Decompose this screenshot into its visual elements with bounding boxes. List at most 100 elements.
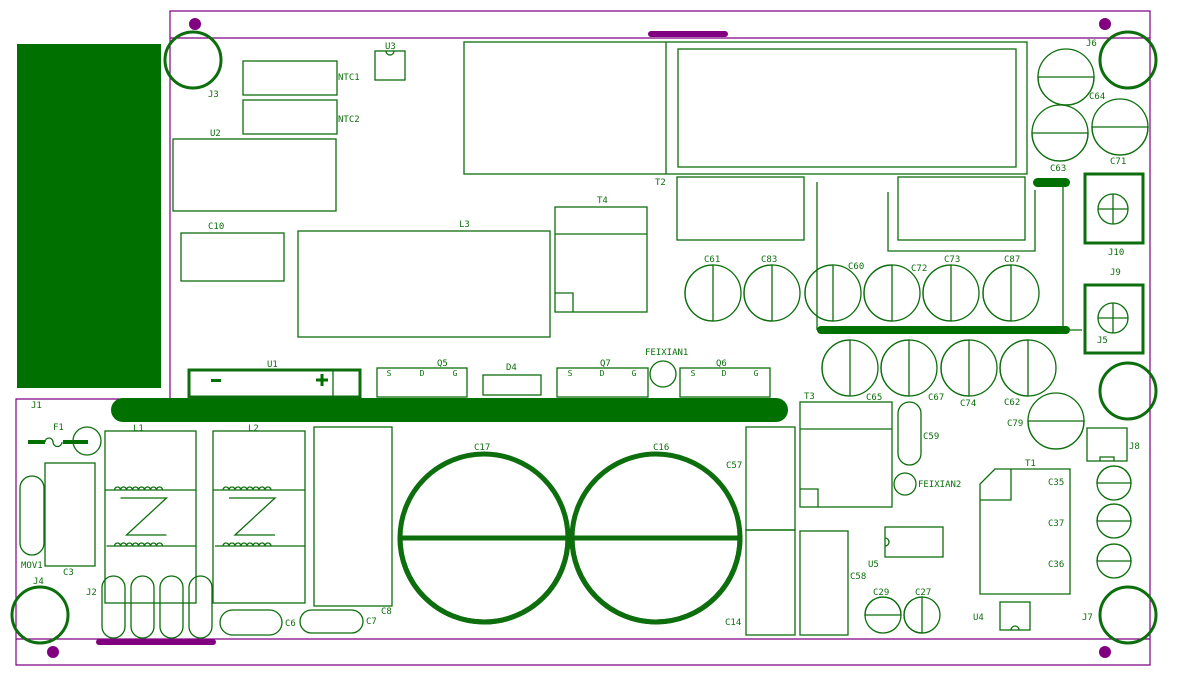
cap-c71-polarity-hatch bbox=[1091, 126, 1149, 156]
cap-c65-polarity-hatch bbox=[821, 339, 851, 397]
pin-label: D bbox=[600, 369, 605, 378]
trace-line bbox=[1062, 187, 1082, 331]
label-c6: C6 bbox=[285, 619, 296, 629]
label-c35: C35 bbox=[1048, 478, 1064, 488]
label-l1: L1 bbox=[133, 424, 144, 434]
u3-footprint bbox=[374, 50, 406, 81]
label-t4: T4 bbox=[597, 196, 608, 206]
j2-pin bbox=[130, 575, 155, 639]
label-q6: Q6 bbox=[716, 359, 727, 369]
label-c37: C37 bbox=[1048, 519, 1064, 529]
label-j8: J8 bbox=[1129, 442, 1140, 452]
label-c72: C72 bbox=[911, 264, 927, 274]
t4-footprint bbox=[554, 206, 648, 313]
l1-coil-bottom-icon bbox=[113, 542, 164, 547]
cap-c64-polarity-hatch bbox=[1037, 76, 1095, 106]
label-c36: C36 bbox=[1048, 560, 1064, 570]
label-j6: J6 bbox=[1086, 39, 1097, 49]
pin-label: D bbox=[420, 369, 425, 378]
cap-c36-polarity-hatch bbox=[1096, 543, 1132, 562]
t3-marks bbox=[800, 428, 892, 507]
cap-c27-polarity-hatch bbox=[903, 596, 923, 634]
label-u1: U1 bbox=[267, 360, 278, 370]
label-c27: C27 bbox=[915, 588, 931, 598]
t4-marks bbox=[555, 233, 647, 312]
label-j4: J4 bbox=[33, 577, 44, 587]
component-footprint bbox=[676, 176, 805, 241]
j2-pin bbox=[188, 575, 213, 639]
c7-footprint bbox=[299, 609, 364, 634]
t2-core bbox=[677, 48, 1017, 168]
mounting-hole-j4 bbox=[10, 585, 70, 645]
cap-c83-polarity-hatch bbox=[743, 264, 773, 322]
label-u4: U4 bbox=[973, 613, 984, 623]
c10-footprint bbox=[180, 232, 285, 282]
pin-label: S bbox=[568, 369, 573, 378]
c6-footprint bbox=[219, 609, 283, 636]
cap-c87-polarity-hatch bbox=[982, 264, 1012, 322]
fuse-icon bbox=[44, 437, 63, 448]
j10-cross-icon bbox=[1098, 194, 1128, 224]
label-c10: C10 bbox=[208, 222, 224, 232]
cap-c29-polarity-hatch bbox=[864, 596, 902, 616]
label-u5: U5 bbox=[868, 560, 879, 570]
copper-pad bbox=[1033, 178, 1070, 187]
label-feixian2: FEIXIAN2 bbox=[918, 480, 961, 490]
u5-footprint bbox=[884, 526, 944, 558]
f1-pad bbox=[28, 440, 45, 444]
u1-footprint bbox=[187, 368, 362, 399]
c8-footprint bbox=[313, 426, 393, 607]
cap-c79-polarity-hatch bbox=[1027, 420, 1085, 450]
l1-footprint bbox=[104, 430, 197, 604]
q7-footprint bbox=[556, 367, 649, 398]
label-l3: L3 bbox=[459, 220, 470, 230]
label-ntc1: NTC1 bbox=[338, 73, 360, 83]
label-c59: C59 bbox=[923, 432, 939, 442]
label-q7: Q7 bbox=[600, 359, 611, 369]
q6-footprint bbox=[679, 367, 771, 398]
label-c3: C3 bbox=[63, 568, 74, 578]
label-c65: C65 bbox=[866, 393, 882, 403]
u3-notch-icon bbox=[385, 50, 395, 56]
minus-icon bbox=[211, 379, 221, 382]
cap-c67-polarity-hatch bbox=[880, 339, 910, 397]
j9-cross-icon bbox=[1098, 303, 1128, 333]
mounting-hole bbox=[1098, 361, 1158, 421]
feixian2-pad bbox=[893, 472, 917, 496]
label-c60: C60 bbox=[848, 262, 864, 272]
c3-footprint bbox=[44, 462, 96, 567]
t3-footprint bbox=[799, 401, 893, 508]
c14-footprint bbox=[745, 529, 796, 636]
label-j10: J10 bbox=[1108, 248, 1124, 258]
cap-c62-polarity-hatch bbox=[999, 339, 1029, 397]
cap-c73-polarity-hatch bbox=[922, 264, 952, 322]
cap-c37-polarity-hatch bbox=[1096, 503, 1132, 522]
label-c8: C8 bbox=[381, 607, 392, 617]
pin-label: G bbox=[754, 369, 759, 378]
l2-coil-bottom-icon bbox=[222, 542, 272, 547]
trace-line bbox=[887, 190, 1036, 252]
u4-footprint bbox=[999, 601, 1031, 631]
cap-c61-polarity-hatch bbox=[684, 264, 714, 322]
label-c83: C83 bbox=[761, 255, 777, 265]
label-c58: C58 bbox=[850, 572, 866, 582]
cap-c60-polarity-hatch bbox=[804, 264, 834, 322]
l1-z-icon bbox=[120, 497, 169, 536]
label-t1: T1 bbox=[1025, 459, 1036, 469]
label-c87: C87 bbox=[1004, 255, 1020, 265]
l1-coil-top-icon bbox=[113, 486, 164, 491]
j2-pin bbox=[159, 575, 184, 639]
connector-j10 bbox=[1083, 172, 1145, 245]
pin-label: D bbox=[722, 369, 727, 378]
copper-pour bbox=[17, 44, 161, 388]
label-c29: C29 bbox=[873, 588, 889, 598]
j2-pin bbox=[101, 575, 126, 639]
l2-footprint bbox=[212, 430, 306, 604]
feixian1-pad bbox=[649, 360, 677, 388]
l2-coil-top-icon bbox=[222, 486, 272, 491]
mounting-hole-j3 bbox=[163, 30, 223, 90]
label-c16: C16 bbox=[653, 443, 669, 453]
label-t2: T2 bbox=[655, 178, 666, 188]
label-j1: J1 bbox=[31, 401, 42, 411]
